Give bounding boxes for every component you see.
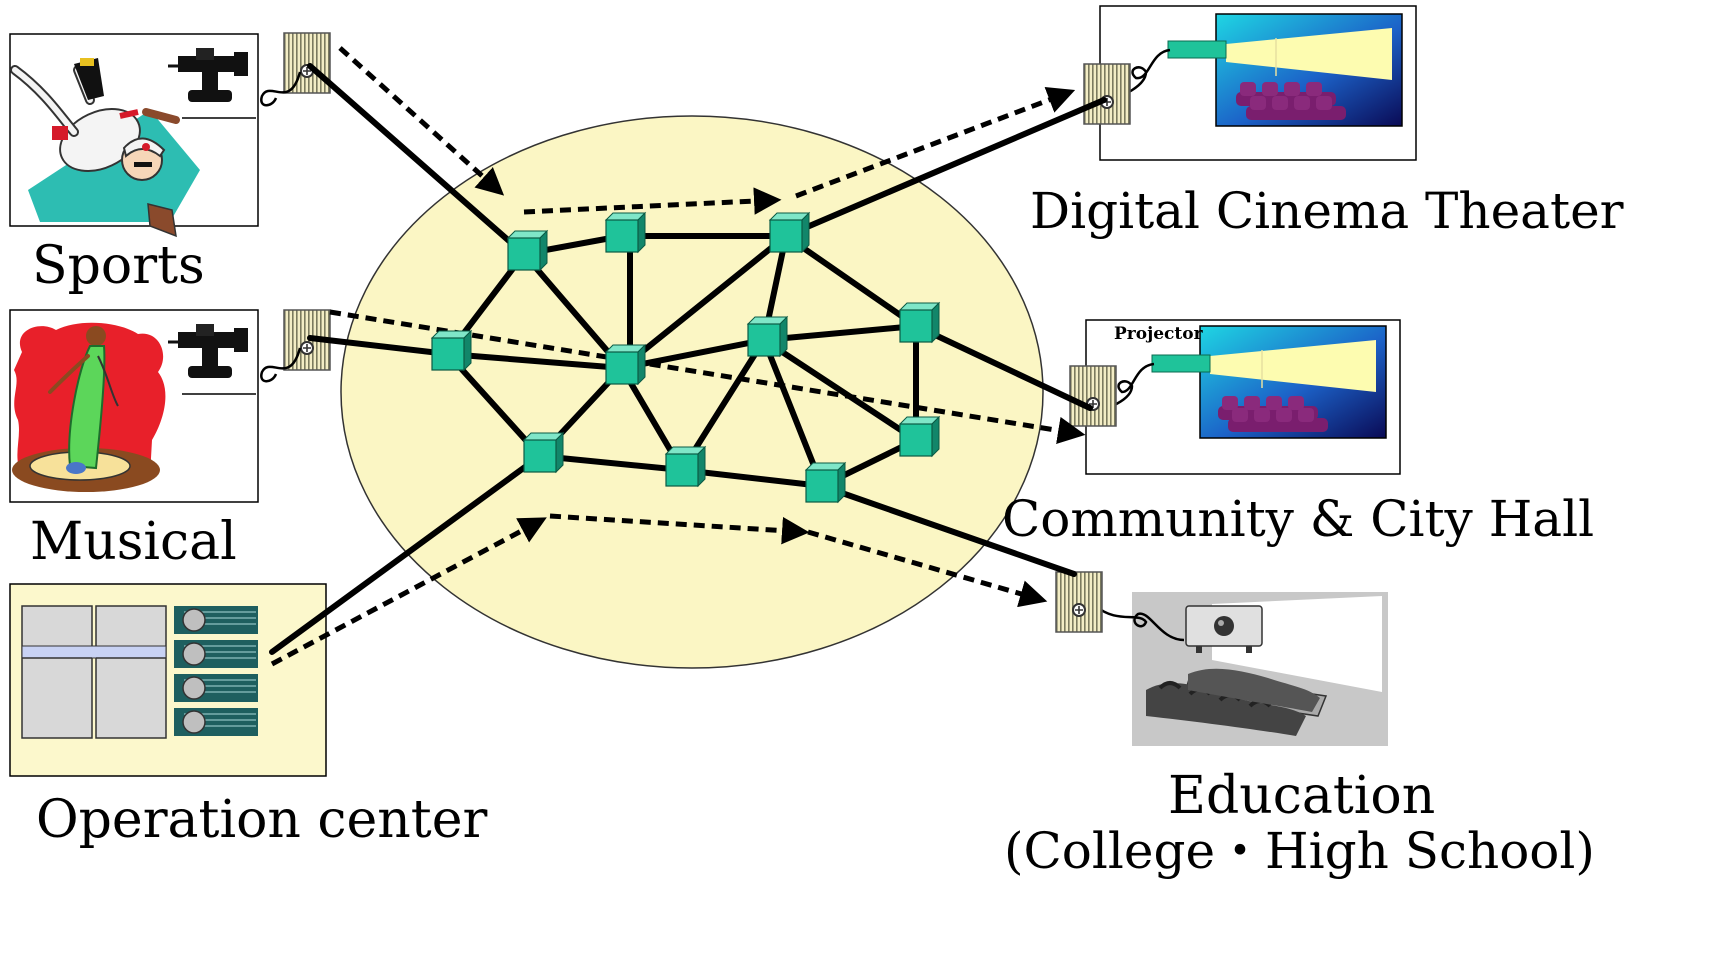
flow-arrow <box>270 517 547 667</box>
classroom-seats-icon <box>1146 668 1328 736</box>
athlete-illustration <box>10 58 180 238</box>
network-switch-icon <box>506 229 549 272</box>
encoder-box-icon <box>260 309 331 383</box>
projector-icon <box>1151 354 1211 373</box>
network-switch-icon <box>604 211 647 254</box>
singer-illustration <box>48 326 119 474</box>
network-switch-icon <box>430 329 473 372</box>
server-rack-icon <box>21 605 167 739</box>
network-switch-icon <box>768 211 811 254</box>
storage-array-icon <box>174 606 258 736</box>
theater-seats-icon <box>1246 96 1346 120</box>
projector-beam <box>1210 340 1376 392</box>
network-switch-icon <box>898 301 941 344</box>
sports-field-shape <box>28 110 200 222</box>
encoder-box-icon <box>260 32 331 107</box>
musical-source-panel <box>9 309 259 503</box>
education-label: Education <box>1168 766 1436 826</box>
network-cloud <box>340 115 1044 669</box>
education-destination-panel <box>1095 592 1388 746</box>
cinema-destination-panel <box>1099 5 1417 161</box>
network-switch-icon <box>746 315 789 358</box>
encoder-box-icon <box>1083 63 1131 125</box>
flow-arrow <box>807 529 1048 608</box>
network-switch-icon <box>898 415 941 458</box>
projector-icon <box>1185 605 1263 653</box>
sports-source-panel <box>9 33 259 238</box>
musical-label: Musical <box>30 512 237 572</box>
network-switch-icon <box>522 431 565 474</box>
projector-label: Projector <box>1114 324 1203 344</box>
theater-seats-icon <box>1228 408 1328 432</box>
education-sublabel: (College・High School) <box>1004 822 1595 880</box>
projector-beam <box>1226 28 1392 80</box>
cinema-label: Digital Cinema Theater <box>1030 182 1624 240</box>
operation-center-label: Operation center <box>36 790 488 850</box>
sports-label: Sports <box>32 236 205 296</box>
encoder-box-icon <box>1055 571 1103 633</box>
network-switch-icon <box>604 343 647 386</box>
community-destination-panel <box>1085 319 1401 475</box>
flow-arrow <box>549 513 810 545</box>
flow-arrow <box>795 86 1076 199</box>
network-switch-icon <box>804 461 847 504</box>
projector-icon <box>1167 40 1227 59</box>
community-label: Community & City Hall <box>1002 490 1595 548</box>
network-nodes <box>430 211 941 504</box>
flow-arrow <box>338 46 505 196</box>
operation-center-panel <box>9 583 327 777</box>
encoder-box-icon <box>1069 365 1117 427</box>
network-switch-icon <box>664 445 707 488</box>
flow-arrow <box>523 187 782 215</box>
